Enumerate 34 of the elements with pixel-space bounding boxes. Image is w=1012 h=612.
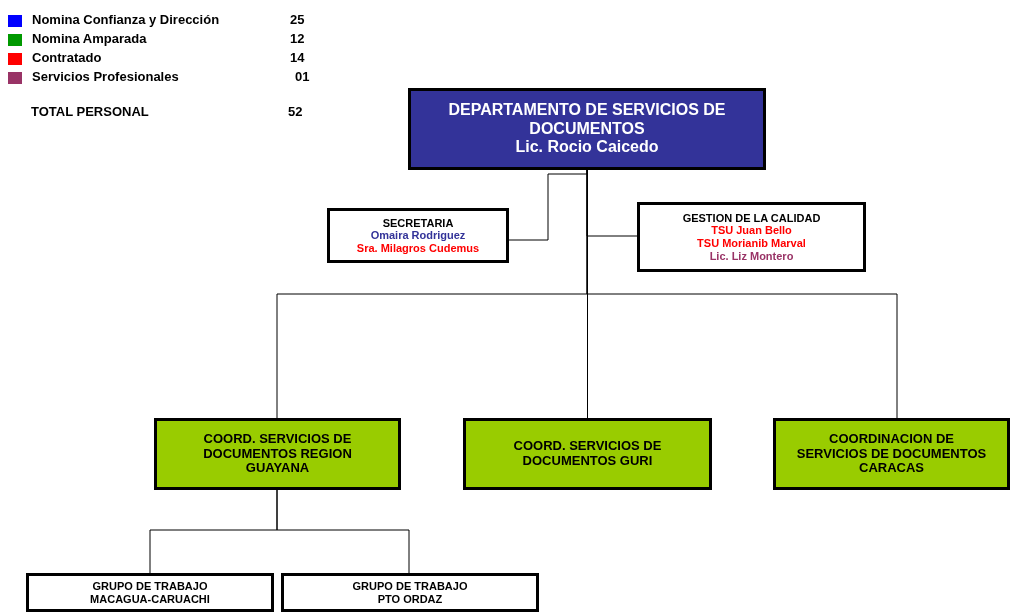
unit-box xyxy=(637,202,866,272)
legend-label: Nomina Amparada xyxy=(32,31,147,46)
unit-box xyxy=(327,208,509,263)
unit-title: COORD. SERVICIOS DE DOCUMENTOS REGION GUAYANA xyxy=(202,431,353,477)
unit-title: SECRETARIA xyxy=(382,216,454,230)
legend-label: Contratado xyxy=(32,50,102,65)
unit-title: COORDINACION DE SERVICIOS DE DOCUMENTOS CARACAS xyxy=(796,431,987,477)
unit-box xyxy=(463,418,712,490)
count-value: 01 xyxy=(295,69,310,84)
unit-title: COORD. SERVICIOS DE DOCUMENTOS GURI xyxy=(512,439,663,469)
connector-line xyxy=(276,489,410,574)
person-name: Lic. Rocio Caicedo xyxy=(515,138,659,157)
count-value: 52 xyxy=(288,104,303,119)
person-name: TSU Morianib Marval xyxy=(697,237,806,250)
legend-label: Servicios Profesionales xyxy=(32,69,179,84)
unit-title: DEPARTAMENTO DE SERVICIOS DE DOCUMENTOS xyxy=(447,101,727,139)
count-value: 14 xyxy=(290,50,305,65)
unit-title: GESTION DE LA CALIDAD xyxy=(682,211,821,225)
person-name: Sra. Milagros Cudemus xyxy=(356,241,480,255)
connector-line xyxy=(586,169,898,419)
person-name: Omaira Rodriguez xyxy=(370,229,466,242)
person-name: Lic. Liz Montero xyxy=(709,249,794,263)
unit-box xyxy=(26,573,274,612)
unit-box xyxy=(154,418,401,490)
department-box xyxy=(408,88,766,170)
unit-box xyxy=(773,418,1010,490)
count-value: 12 xyxy=(290,31,305,46)
legend-label: Nomina Confianza y Dirección xyxy=(32,12,220,27)
unit-title: GRUPO DE TRABAJO PTO ORDAZ xyxy=(351,579,469,606)
person-name: TSU Juan Bello xyxy=(711,224,792,237)
unit-title: GRUPO DE TRABAJO MACAGUA-CARUACHI xyxy=(89,579,211,606)
count-value: 25 xyxy=(290,12,305,27)
total-label: TOTAL PERSONAL xyxy=(31,104,149,119)
unit-box xyxy=(281,573,539,612)
